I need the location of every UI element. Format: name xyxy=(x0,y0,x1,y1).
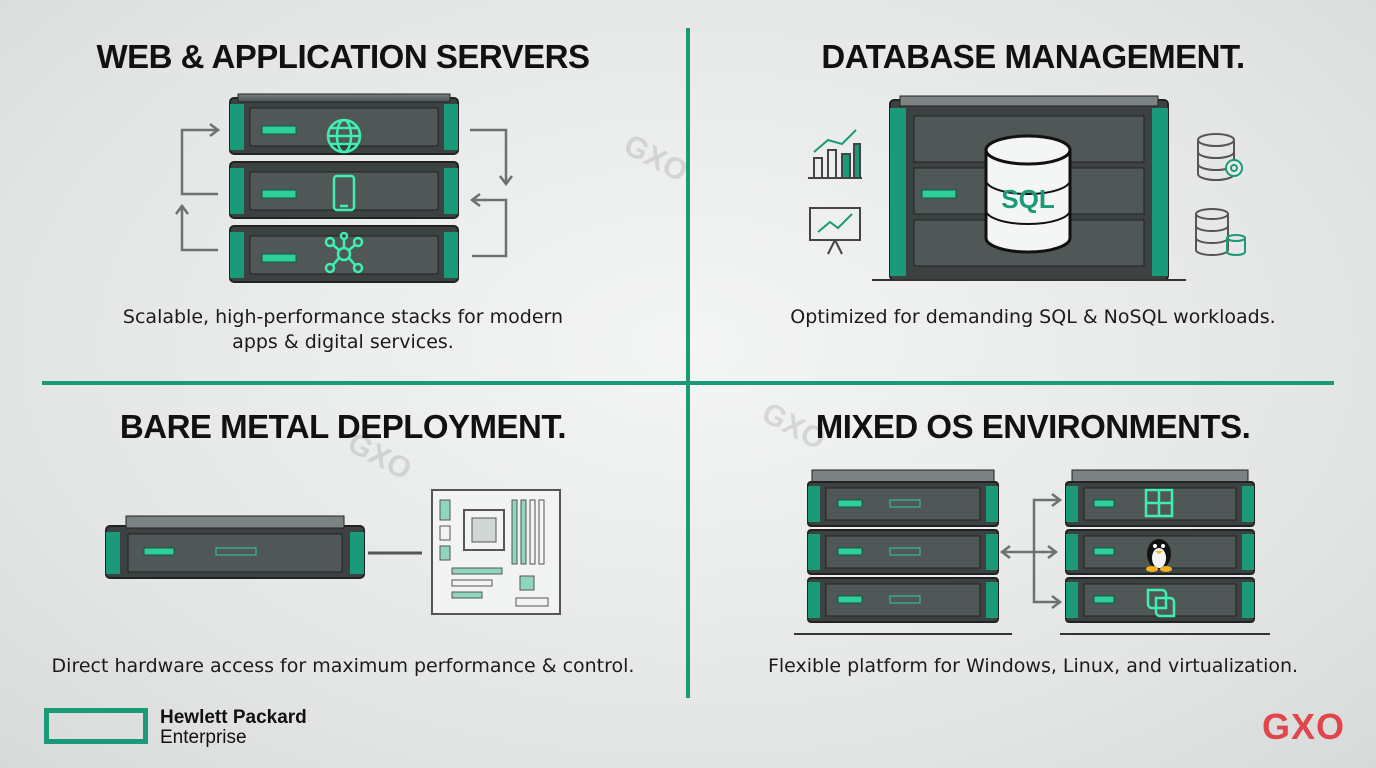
flow-arrows xyxy=(175,123,513,258)
panel-description-database: Optimized for demanding SQL & NoSQL work… xyxy=(790,306,1276,328)
server-unit xyxy=(105,515,365,579)
description-line: Scalable, high-performance stacks for mo… xyxy=(122,306,564,328)
panel-title-bare-metal: BARE METAL DEPLOYMENT. xyxy=(119,408,567,445)
mixed-os-illustration xyxy=(794,469,1270,635)
web-servers-illustration xyxy=(175,93,513,283)
panel-title-mixed-os: MIXED OS ENVIRONMENTS. xyxy=(815,408,1251,445)
panel-title-web-servers: WEB & APPLICATION SERVERS xyxy=(96,38,590,75)
sql-database-icon: SQL xyxy=(984,134,1072,254)
panel-description-mixed-os: Flexible platform for Windows, Linux, an… xyxy=(767,655,1299,677)
server-stack-left xyxy=(794,469,1012,635)
gxo-logo: GXO xyxy=(1262,706,1346,747)
panel-description-bare-metal: Direct hardware access for maximum perfo… xyxy=(51,655,635,677)
virtualization-icon xyxy=(1146,588,1176,618)
database-illustration: SQL xyxy=(808,95,1246,281)
motherboard-icon xyxy=(431,489,561,615)
database-gear-icon xyxy=(1197,133,1243,181)
hpe-logo-box xyxy=(44,708,148,744)
horizontal-divider xyxy=(42,381,1334,385)
bare-metal-illustration xyxy=(105,489,561,615)
panel-title-database: DATABASE MANAGEMENT. xyxy=(821,38,1245,75)
network-hub-icon xyxy=(324,231,364,274)
server-stack-right xyxy=(1060,469,1270,635)
sql-label: SQL xyxy=(1001,184,1055,214)
hpe-logo: Hewlett Packard Enterprise xyxy=(44,707,307,748)
linux-penguin-icon xyxy=(1146,539,1172,572)
server-unit xyxy=(229,225,459,283)
vertical-divider xyxy=(686,28,690,698)
hpe-logo-line2: Enterprise xyxy=(160,727,247,748)
bidirectional-arrows xyxy=(999,493,1063,609)
server-unit xyxy=(229,93,459,155)
hpe-logo-line1: Hewlett Packard xyxy=(160,707,307,728)
watermark: GXO xyxy=(618,128,693,189)
windows-icon xyxy=(1144,488,1174,518)
panel-description-web-servers: Scalable, high-performance stacks for mo… xyxy=(40,305,646,355)
description-line: apps & digital services. xyxy=(232,331,454,353)
globe-icon xyxy=(326,118,362,154)
smartphone-icon xyxy=(332,174,356,212)
database-stack-icon xyxy=(1195,208,1246,256)
bar-chart-icon xyxy=(808,129,862,179)
presentation-chart-icon xyxy=(809,207,861,255)
